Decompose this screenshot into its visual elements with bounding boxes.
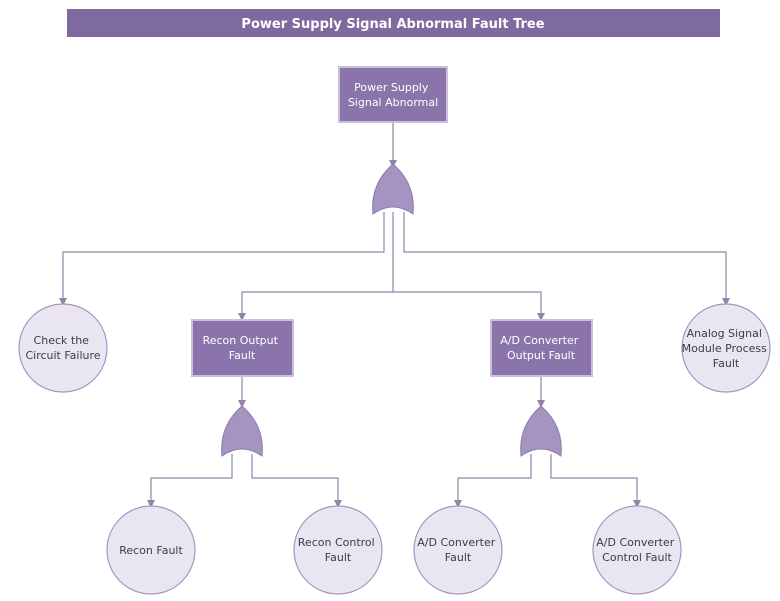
- recon-fault-line-1: Recon Fault: [119, 544, 183, 557]
- top-event-line-2: Signal Abnormal: [348, 96, 438, 109]
- recon-output-line-2: Fault: [229, 349, 256, 362]
- ad-converter-output-fault-label: A/D Converter Output Fault: [500, 334, 581, 362]
- connector-to-recon-control-fault: [251, 454, 342, 508]
- connector-to-recon-fault: [147, 454, 233, 508]
- analog-signal-module-process-fault-event: Analog Signal Module Process Fault: [681, 303, 771, 393]
- recon-fault-label: Recon Fault: [119, 544, 183, 557]
- ad-output-line-2: Output Fault: [507, 349, 576, 362]
- connectors: [59, 122, 730, 508]
- connector-to-check-circuit: [59, 212, 385, 306]
- ad-converter-control-fault-label: A/D Converter Control Fault: [596, 536, 677, 564]
- ad-converter-fault-label: A/D Converter Fault: [417, 536, 498, 564]
- connector-to-recon-output: [238, 291, 393, 321]
- diagram-title: Power Supply Signal Abnormal Fault Tree: [241, 17, 544, 32]
- top-event-line-1: Power Supply: [354, 81, 429, 94]
- title-banner: Power Supply Signal Abnormal Fault Tree: [67, 9, 720, 37]
- ad-control-line-1: A/D Converter: [596, 536, 674, 549]
- analog-signal-label: Analog Signal Module Process Fault: [682, 327, 771, 370]
- or-gate-top: [372, 163, 414, 215]
- or-gate-recon: [221, 405, 263, 457]
- connector-to-ad-output: [393, 291, 545, 321]
- ad-converter-output-fault-event: A/D Converter Output Fault: [490, 319, 593, 377]
- analog-signal-line-3: Fault: [713, 357, 740, 370]
- or-gate-ad: [520, 405, 562, 457]
- check-circuit-line-2: Circuit Failure: [25, 349, 100, 362]
- recon-output-fault-label: Recon Output Fault: [203, 334, 282, 362]
- check-circuit-line-1: Check the: [34, 334, 90, 347]
- connector-to-ad-fault: [454, 454, 532, 508]
- recon-control-line-1: Recon Control: [298, 536, 375, 549]
- recon-output-line-1: Recon Output: [203, 334, 279, 347]
- ad-output-line-1: A/D Converter: [500, 334, 578, 347]
- recon-output-fault-event: Recon Output Fault: [191, 319, 294, 377]
- ad-fault-line-1: A/D Converter: [417, 536, 495, 549]
- ad-control-line-2: Control Fault: [602, 551, 672, 564]
- connector-to-ad-control-fault: [550, 454, 641, 508]
- top-event-label: Power Supply Signal Abnormal: [348, 81, 438, 109]
- analog-signal-line-2: Module Process: [682, 342, 767, 355]
- ad-fault-line-2: Fault: [445, 551, 472, 564]
- recon-fault-event: Recon Fault: [106, 505, 196, 595]
- analog-signal-line-1: Analog Signal: [687, 327, 762, 340]
- check-circuit-failure-label: Check the Circuit Failure: [25, 334, 100, 362]
- ad-converter-fault-event: A/D Converter Fault: [413, 505, 503, 595]
- check-circuit-failure-event: Check the Circuit Failure: [18, 303, 108, 393]
- connector-to-analog-signal: [403, 212, 730, 306]
- recon-control-fault-event: Recon Control Fault: [293, 505, 383, 595]
- recon-control-line-2: Fault: [325, 551, 352, 564]
- ad-converter-control-fault-event: A/D Converter Control Fault: [592, 505, 682, 595]
- recon-control-fault-label: Recon Control Fault: [298, 536, 378, 564]
- top-event: Power Supply Signal Abnormal: [338, 66, 448, 123]
